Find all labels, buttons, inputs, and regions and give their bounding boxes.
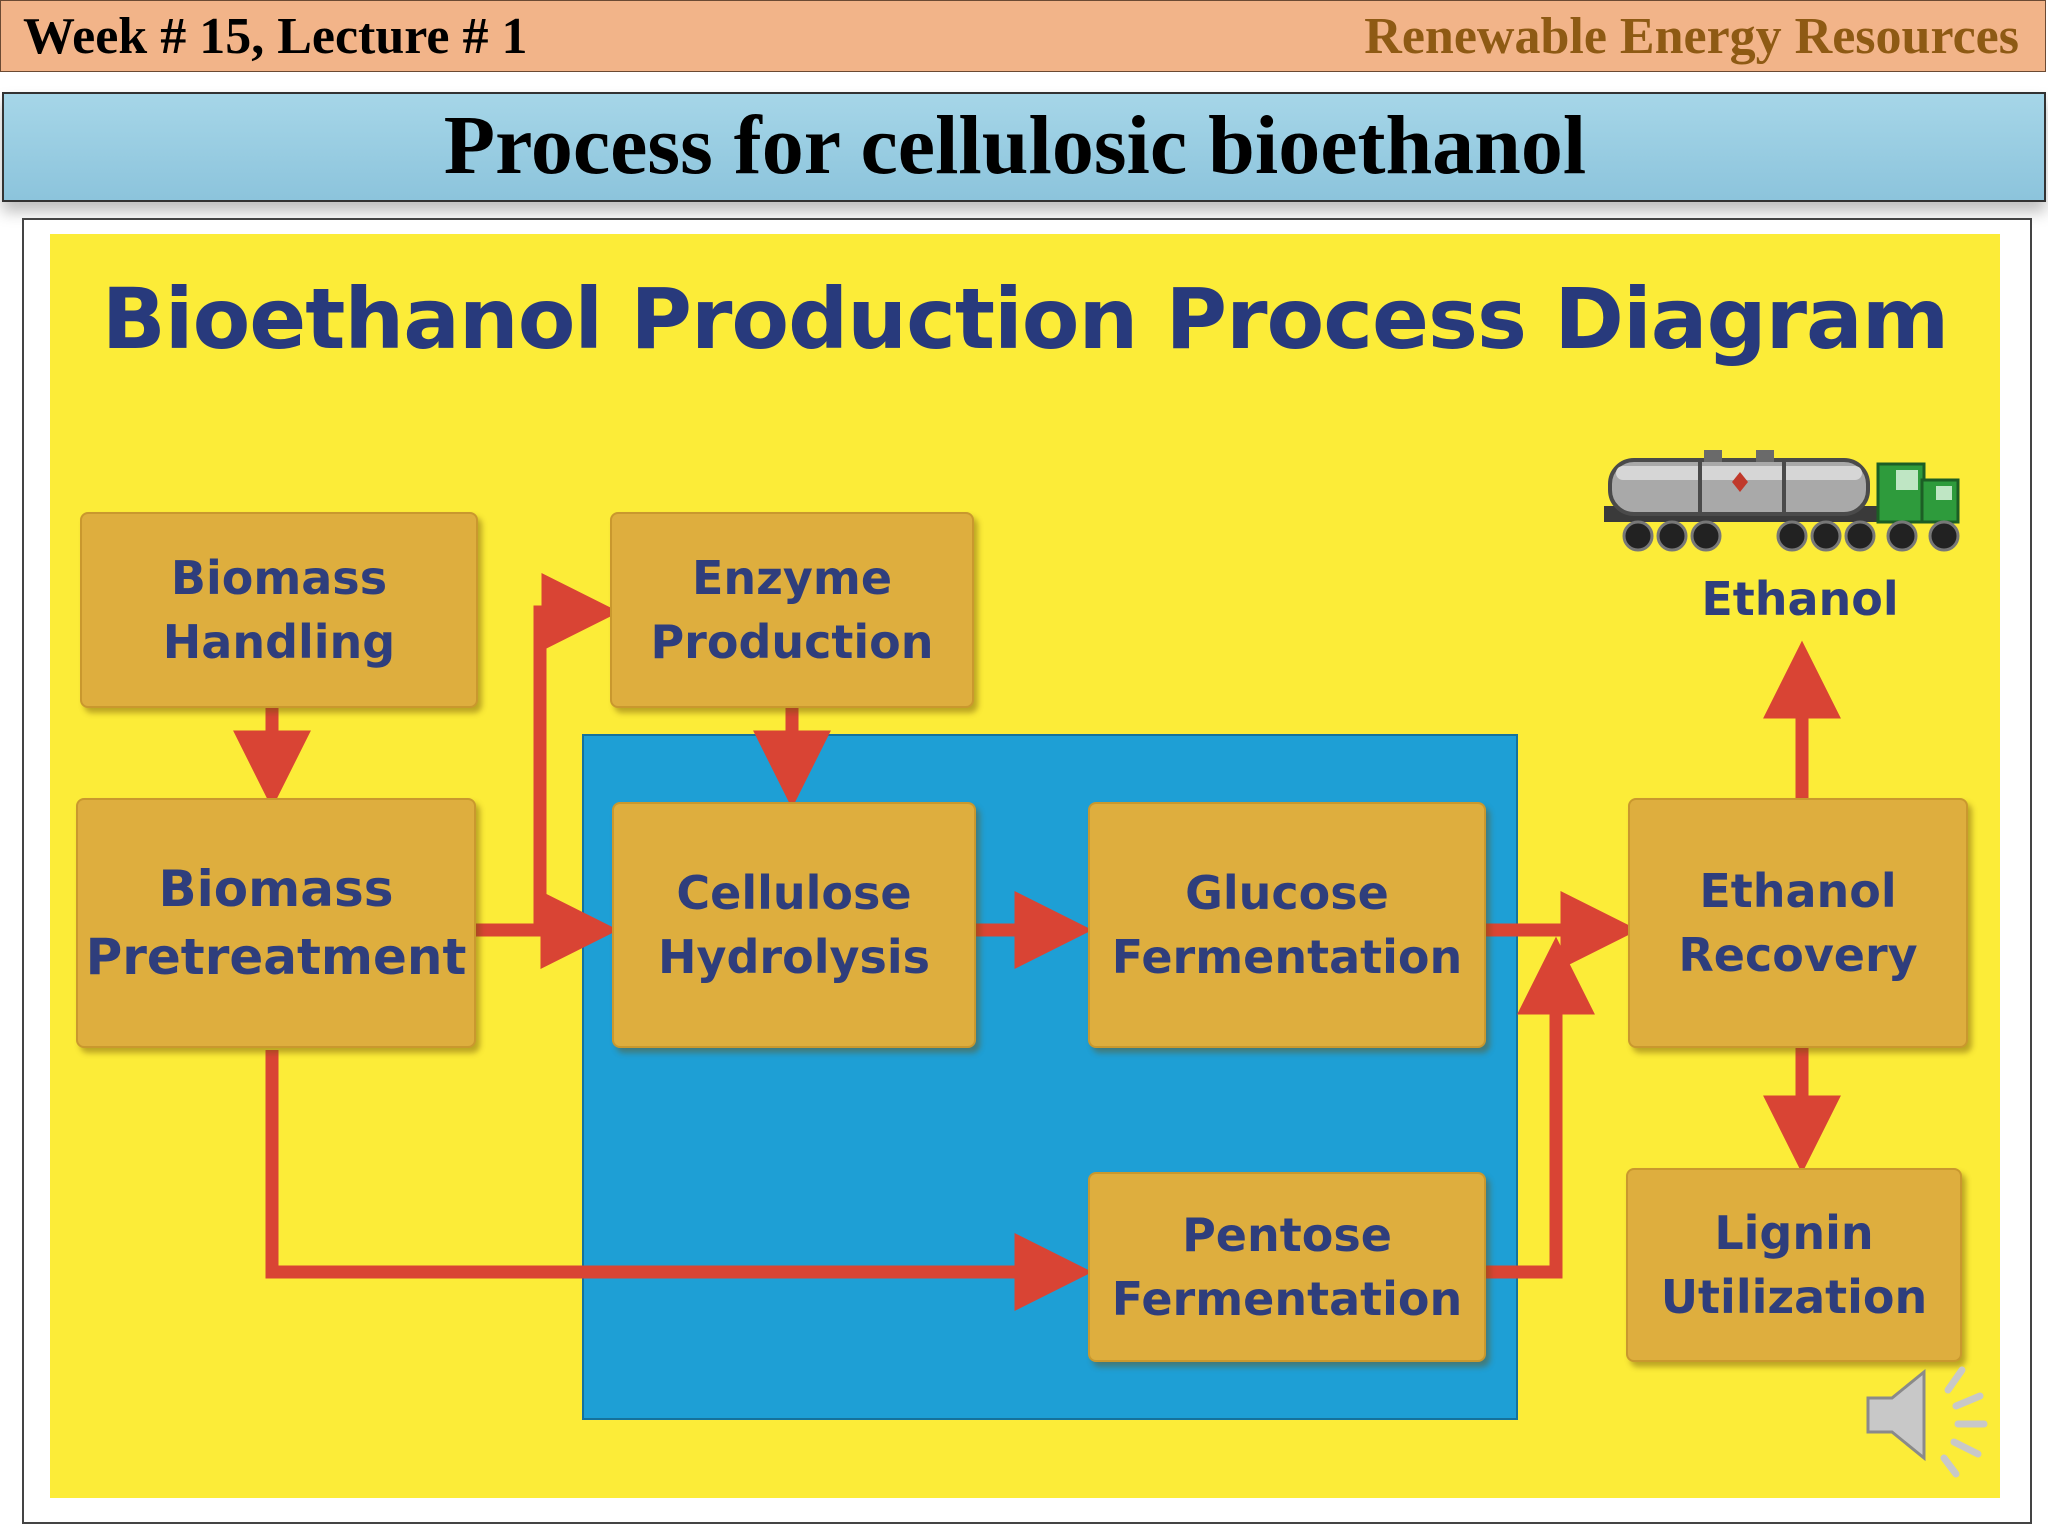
node-ethanol-recovery: Ethanol Recovery bbox=[1628, 798, 1968, 1048]
node-glucose-fermentation: Glucose Fermentation bbox=[1088, 802, 1486, 1048]
ethanol-output-label: Ethanol bbox=[1701, 572, 1899, 626]
course-title: Renewable Energy Resources bbox=[1364, 8, 2019, 65]
node-biomass-pretreatment: Biomass Pretreatment bbox=[76, 798, 476, 1048]
slide-title: Process for cellulosic bioethanol bbox=[443, 99, 1587, 192]
node-pentose-fermentation: Pentose Fermentation bbox=[1088, 1172, 1486, 1362]
node-label: Biomass Handling bbox=[162, 551, 396, 669]
node-label: Pentose Fermentation bbox=[1111, 1208, 1463, 1326]
tanker-truck-icon bbox=[1604, 450, 1960, 552]
node-enzyme-production: Enzyme Production bbox=[610, 512, 974, 708]
node-label: Ethanol Recovery bbox=[1678, 864, 1918, 982]
node-cellulose-hydrolysis: Cellulose Hydrolysis bbox=[612, 802, 976, 1048]
diagram-title: Bioethanol Production Process Diagram bbox=[101, 270, 1949, 368]
node-label: Glucose Fermentation bbox=[1111, 866, 1463, 984]
slide-title-bar: Process for cellulosic bioethanol bbox=[2, 92, 2046, 202]
header-bar: Week # 15, Lecture # 1 Renewable Energy … bbox=[0, 0, 2046, 72]
node-lignin-utilization: Lignin Utilization bbox=[1626, 1168, 1962, 1362]
node-label: Lignin Utilization bbox=[1660, 1206, 1928, 1324]
node-label: Enzyme Production bbox=[650, 551, 934, 669]
speaker-icon[interactable] bbox=[1862, 1350, 1992, 1480]
node-biomass-handling: Biomass Handling bbox=[80, 512, 478, 708]
lecture-label: Week # 15, Lecture # 1 bbox=[23, 8, 528, 65]
node-label: Biomass Pretreatment bbox=[85, 860, 467, 986]
node-label: Cellulose Hydrolysis bbox=[658, 866, 930, 984]
